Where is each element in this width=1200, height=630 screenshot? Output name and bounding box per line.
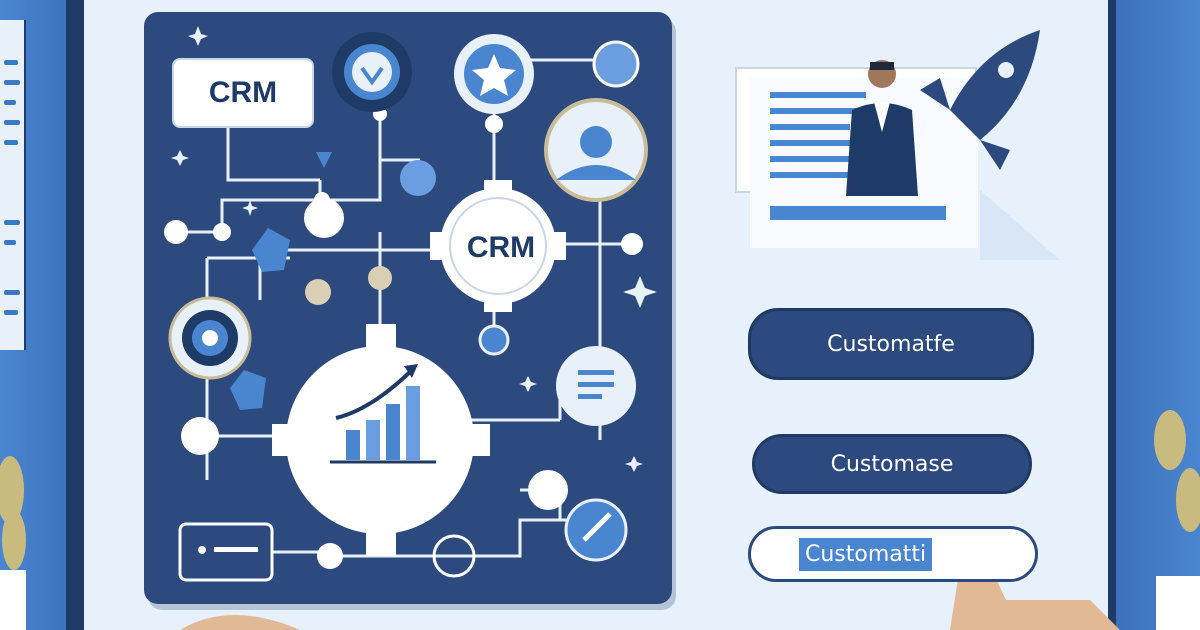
crystal-shape bbox=[252, 228, 290, 272]
plant-icon bbox=[0, 456, 26, 630]
monitor-bezel-left bbox=[66, 0, 84, 630]
crystal-shape bbox=[230, 370, 266, 410]
customize-button-2[interactable]: Customase bbox=[752, 434, 1032, 494]
rocket-icon bbox=[920, 30, 1040, 170]
node-circle bbox=[592, 40, 640, 88]
target-icon bbox=[168, 296, 252, 380]
customize-input[interactable]: Customatti bbox=[748, 526, 1038, 582]
crm-label: CRM bbox=[172, 58, 314, 128]
growth-chart-icon bbox=[272, 324, 490, 556]
form-field-icon bbox=[178, 522, 274, 582]
crm-gear-icon bbox=[430, 180, 566, 312]
hand-icon bbox=[180, 615, 300, 630]
node-dots bbox=[164, 107, 643, 569]
crm-gear-label: CRM bbox=[466, 231, 536, 264]
heart-icon bbox=[332, 32, 412, 112]
badge-icon bbox=[544, 98, 648, 202]
crystal-shape bbox=[316, 152, 332, 168]
node-circle bbox=[400, 160, 436, 196]
customize-input-text: Customatti bbox=[799, 537, 933, 571]
person-icon bbox=[846, 60, 918, 196]
badge-icon bbox=[564, 498, 628, 562]
document-icon bbox=[556, 346, 636, 426]
sparkle-icon bbox=[171, 26, 657, 472]
plant-icon bbox=[1154, 410, 1200, 630]
customize-button-1[interactable]: Customatfe bbox=[748, 308, 1034, 380]
side-document bbox=[0, 20, 26, 350]
star-icon bbox=[454, 34, 534, 114]
